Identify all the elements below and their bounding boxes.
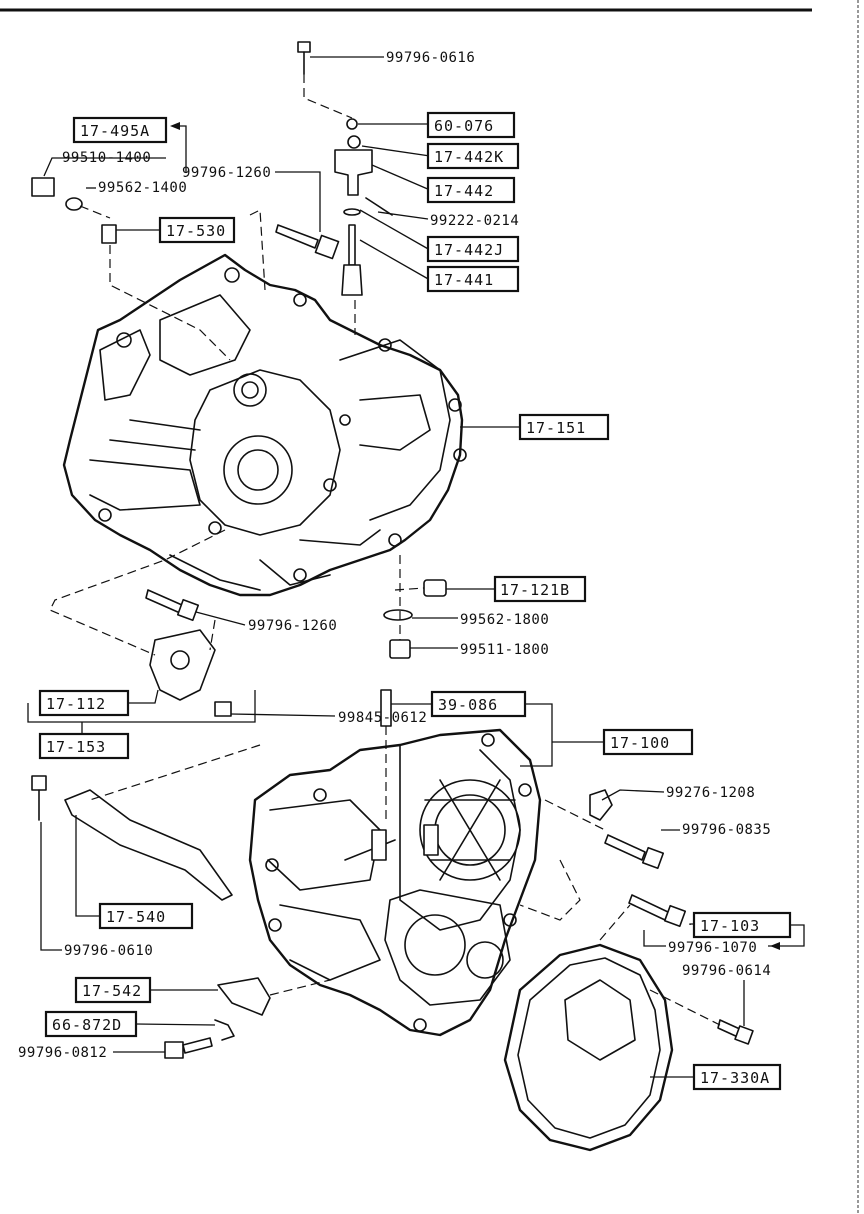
label-39-086: 39-086: [430, 690, 527, 718]
pn-99796-1260-lower: 99796-1260: [248, 618, 337, 634]
label-17-441: 17-441: [426, 265, 520, 293]
pn-99845-0612: 99845-0612: [338, 710, 427, 726]
label-17-495A: 17-495A: [72, 116, 168, 144]
pn-99511-1800: 99511-1800: [460, 642, 549, 658]
pn-99562-1400: 99562-1400: [98, 180, 187, 196]
svg-text:60-076: 60-076: [434, 117, 494, 135]
label-17-540: 17-540: [98, 902, 194, 930]
leader-lines: [27, 56, 805, 1078]
label-17-442: 17-442: [426, 176, 516, 204]
pn-99796-0835: 99796-0835: [682, 822, 771, 838]
svg-text:39-086: 39-086: [438, 696, 498, 714]
svg-text:17-442K: 17-442K: [434, 148, 504, 166]
dashed-lines: [49, 74, 721, 1026]
svg-text:17-103: 17-103: [700, 917, 760, 935]
svg-text:17-540: 17-540: [106, 908, 166, 926]
label-17-151: 17-151: [518, 413, 610, 441]
label-17-530: 17-530: [158, 216, 236, 244]
svg-text:17-441: 17-441: [434, 271, 494, 289]
label-60-076: 60-076: [426, 111, 516, 139]
small-parts: [31, 41, 754, 1059]
clutch-housing-drawing: [62, 253, 467, 597]
label-17-153: 17-153: [38, 732, 130, 760]
pn-99796-1070: 99796-1070: [668, 940, 757, 956]
pn-99562-1800: 99562-1800: [460, 612, 549, 628]
clutch-cover-drawing: [503, 943, 674, 1152]
svg-text:17-495A: 17-495A: [80, 122, 150, 140]
transaxle-case-drawing: [248, 728, 542, 1037]
pn-99796-0616: 99796-0616: [386, 50, 475, 66]
part-number-labels: 99796-0616 99510-1400 99562-1400 99796-1…: [18, 50, 771, 1061]
pn-99276-1208: 99276-1208: [666, 785, 755, 801]
svg-text:17-442J: 17-442J: [434, 241, 504, 259]
svg-text:17-151: 17-151: [526, 419, 586, 437]
label-17-100: 17-100: [602, 728, 694, 756]
svg-text:17-530: 17-530: [166, 222, 226, 240]
label-17-542: 17-542: [74, 976, 152, 1004]
label-66-872D: 66-872D: [44, 1010, 138, 1038]
pn-99796-1260-upper: 99796-1260: [182, 165, 271, 181]
svg-text:17-330A: 17-330A: [700, 1069, 770, 1087]
svg-text:66-872D: 66-872D: [52, 1016, 122, 1034]
svg-text:17-112: 17-112: [46, 695, 106, 713]
pn-99796-0812: 99796-0812: [18, 1045, 107, 1061]
svg-text:17-542: 17-542: [82, 982, 142, 1000]
svg-text:17-121B: 17-121B: [500, 581, 570, 599]
svg-text:17-100: 17-100: [610, 734, 670, 752]
boxed-labels: 17-495A 17-530 60-076 17-442K 17-442 17-…: [38, 111, 792, 1091]
label-17-121B: 17-121B: [493, 575, 587, 603]
label-17-112: 17-112: [38, 689, 130, 717]
svg-text:17-442: 17-442: [434, 182, 494, 200]
label-17-330A: 17-330A: [692, 1063, 782, 1091]
pn-99796-0610: 99796-0610: [64, 943, 153, 959]
label-17-442J: 17-442J: [426, 235, 520, 263]
label-17-442K: 17-442K: [426, 142, 520, 170]
pn-99796-0614: 99796-0614: [682, 963, 771, 979]
label-17-103: 17-103: [692, 911, 792, 939]
svg-text:17-153: 17-153: [46, 738, 106, 756]
pn-99222-0214: 99222-0214: [430, 213, 519, 229]
pn-99510-1400: 99510-1400: [62, 150, 151, 166]
